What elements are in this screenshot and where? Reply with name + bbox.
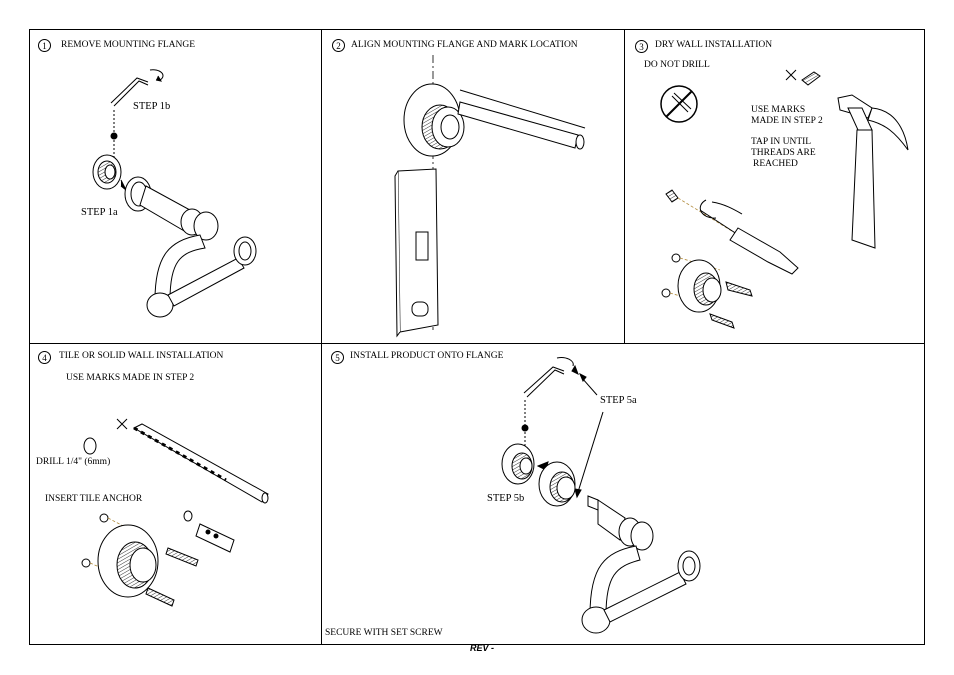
panel5-hex-key [521,357,579,448]
step-1-title: REMOVE MOUNTING FLANGE [61,40,196,50]
made-in-step-2-label: MADE IN STEP 2 [751,116,823,126]
step-5b-label: STEP 5b [487,493,525,504]
panel-frame-5 [321,343,925,645]
step-number-4: 4 [38,351,51,364]
panel3-anchor [785,69,821,86]
panel3-screwdriver [665,189,799,275]
revision-label: REV - [470,643,495,653]
step-4-title: TILE OR SOLID WALL INSTALLATION [59,351,224,361]
step-number-3: 3 [635,40,648,53]
step-1b-label: STEP 1b [133,101,171,112]
do-not-drill-label: DO NOT DRILL [644,60,710,70]
panel1-hex-key [110,69,164,158]
insert-tile-anchor-label: INSERT TILE ANCHOR [45,494,143,504]
panel5-holder [538,461,701,634]
step-number-5: 5 [331,351,344,364]
step-number-1: 1 [38,39,51,52]
panel1-holder [124,176,257,318]
panel4-tile-anchor [183,510,235,553]
step-5a-label: STEP 5a [600,395,637,406]
panel4-flange-screws [81,513,199,607]
panel5-flange [501,443,549,485]
panel2-flange-level [403,83,586,157]
panel3-flange-screws [661,253,753,329]
step-3-title: DRY WALL INSTALLATION [655,40,773,50]
step-1a-label: STEP 1a [81,207,118,218]
secure-set-screw-label: SECURE WITH SET SCREW [325,628,443,638]
reached-label: REACHED [753,159,798,169]
panel3-do-not-drill-icon [660,85,698,123]
use-marks-step2-label: USE MARKS MADE IN STEP 2 [66,373,195,383]
panel5-leader-lines [574,372,604,499]
step-5-title: INSTALL PRODUCT ONTO FLANGE [350,351,504,361]
step-2-title: ALIGN MOUNTING FLANGE AND MARK LOCATION [351,40,578,50]
panel4-drill-bit [83,418,269,504]
panel2-backing-plate [394,168,439,338]
panel3-hammer [837,94,909,249]
drill-size-label: DRILL 1/4" (6mm) [36,457,111,467]
tap-in-until-label: TAP IN UNTIL [751,137,812,147]
threads-are-label: THREADS ARE [751,148,816,158]
use-marks-label: USE MARKS [751,105,806,115]
panel1-flange [92,154,127,191]
step-number-2: 2 [332,39,345,52]
